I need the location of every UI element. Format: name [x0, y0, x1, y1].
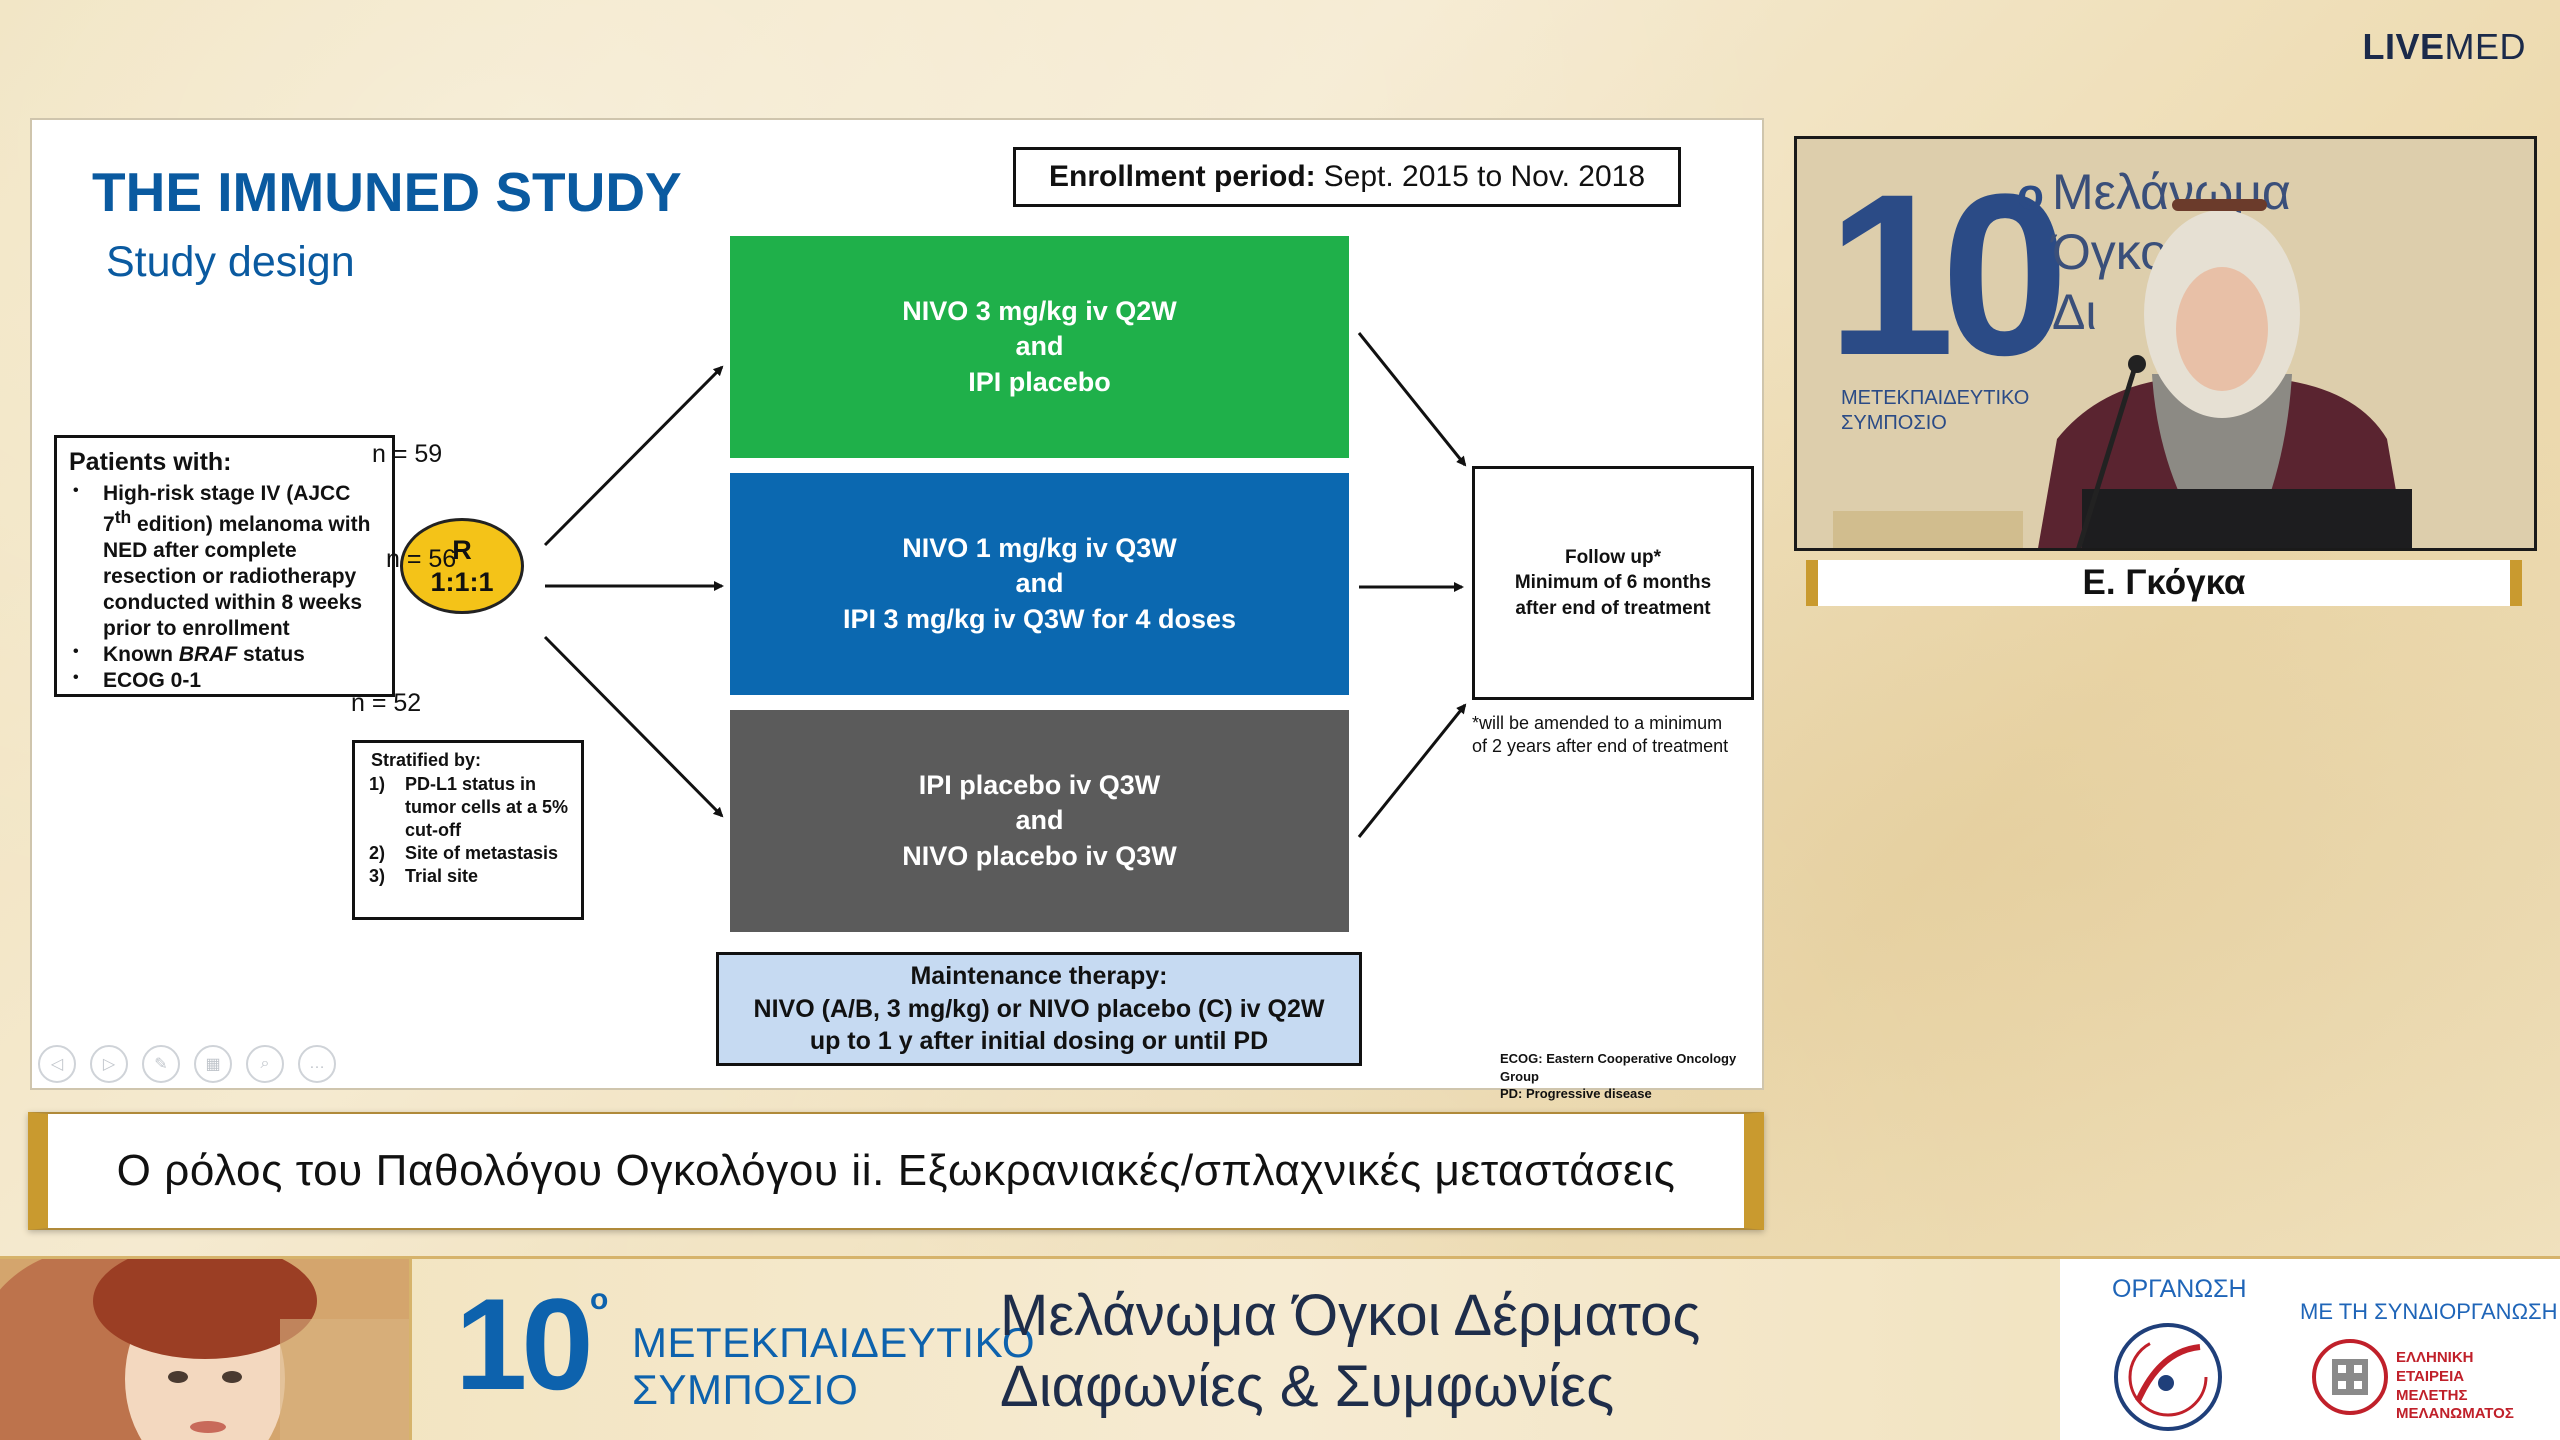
arrow-to-arm-c [543, 635, 724, 818]
next-slide-button[interactable]: ▷ [90, 1045, 128, 1083]
footer-edition-degree: o [590, 1283, 609, 1316]
backdrop-title-line-1: Μελάνωμα [2052, 164, 2291, 220]
livemed-logo: LIVEMED [2362, 26, 2526, 67]
speaker-name: Ε. Γκόγκα [1806, 560, 2522, 606]
follow-up-box: Follow up* Minimum of 6 months after end… [1472, 466, 1754, 700]
eeem-logo [2312, 1339, 2388, 1415]
coorganization-label: ΜΕ ΤΗ ΣΥΝΔΙΟΡΓΑΝΩΣΗ [2300, 1299, 2558, 1324]
stratification-item: 3)Trial site [369, 866, 479, 887]
stratification-item: 1)PD-L1 status in tumor cells at a 5% cu… [369, 774, 569, 841]
n-label-arm-a: n = 59 [372, 440, 443, 468]
slide-title: THE IMMUNED STUDY [92, 161, 682, 223]
stratification-item: 2)Site of metastasis [369, 843, 559, 864]
treatment-arm-b: NIVO 1 mg/kg iv Q3W and IPI 3 mg/kg iv Q… [730, 473, 1349, 695]
randomization-letter: R [452, 534, 472, 565]
speaker-video: 10 o Μελάνωμα Όγκοι Δι ΜΕΤΕΚΠΑΙΔΕΥΤΙΚΟ Σ… [1794, 136, 2537, 551]
n-label-arm-c: n = 52 [351, 689, 422, 717]
criterion-stage: High-risk stage IV (AJCC 7th edition) me… [69, 481, 380, 642]
painting-portrait-image [0, 1259, 412, 1440]
organization-label: ΟΡΓΑΝΩΣΗ [2112, 1275, 2247, 1303]
pen-tool-button[interactable]: ✎ [142, 1045, 180, 1083]
arrow-arm-c-to-follow-up [1357, 703, 1467, 838]
criterion-braf: Known BRAF status [69, 642, 380, 668]
heso-logo [2114, 1323, 2222, 1431]
patients-criteria-box: Patients with: High-risk stage IV (AJCC … [54, 435, 395, 697]
zoom-button[interactable]: ⌕ [246, 1045, 284, 1083]
abbreviations-footnote: ECOG: Eastern Cooperative Oncology Group… [1500, 1051, 1737, 1102]
n-label-arm-b: n = 56 [386, 545, 457, 573]
enrollment-period-box: Enrollment period: Sept. 2015 to Nov. 20… [1013, 147, 1681, 207]
backdrop-sub-line-2: ΣΥΜΠΟΣΙΟ [1841, 412, 1947, 434]
arrow-arm-a-to-follow-up [1357, 332, 1467, 467]
patients-title: Patients with: [69, 448, 232, 476]
maintenance-therapy-box: Maintenance therapy: NIVO (A/B, 3 mg/kg)… [716, 952, 1362, 1066]
backdrop-degree: o [2017, 170, 2044, 219]
footer-edition-number: 10 [455, 1271, 594, 1417]
backdrop-number: 10 [1827, 146, 2060, 403]
event-footer-banner: 10 o ΜΕΤΕΚΠΑΙΔΕΥΤΙΚΟ ΣΥΜΠΟΣΙΟ Μελάνωμα Ό… [0, 1256, 2560, 1440]
flow-arrows [543, 332, 1467, 838]
patients-criteria-list: High-risk stage IV (AJCC 7th edition) me… [69, 481, 380, 694]
footer-theme-title: Μελάνωμα Όγκοι Δέρματος Διαφωνίες & Συμφ… [1000, 1283, 1701, 1419]
backdrop-sub-line-1: ΜΕΤΕΚΠΑΙΔΕΥΤΙΚΟ [1841, 387, 2029, 409]
criterion-ecog: ECOG 0-1 [69, 668, 380, 694]
slide-controls: ◁ ▷ ✎ ▦ ⌕ … [38, 1045, 336, 1083]
enrollment-value: Sept. 2015 to Nov. 2018 [1323, 160, 1646, 193]
previous-slide-button[interactable]: ◁ [38, 1045, 76, 1083]
randomization-circle: R 1:1:1 [400, 518, 524, 614]
backdrop-title-line-3: Δι [2052, 284, 2097, 340]
eeem-logo-text: ΕΛΛΗΝΙΚΗ ΕΤΑΙΡΕΙΑ ΜΕΛΕΤΗΣ ΜΕΛΑΝΩΜΑΤΟΣ [2396, 1349, 2514, 1423]
randomization-ratio: 1:1:1 [430, 567, 494, 597]
treatment-arm-a: NIVO 3 mg/kg iv Q2W and IPI placebo [730, 236, 1349, 458]
speaker-video-scene: 10 o Μελάνωμα Όγκοι Δι ΜΕΤΕΚΠΑΙΔΕΥΤΙΚΟ Σ… [1797, 139, 2534, 548]
treatment-arm-c: IPI placebo iv Q3W and NIVO placebo iv Q… [730, 710, 1349, 932]
presentation-slide: THE IMMUNED STUDY Study design Enrollmen… [30, 118, 1764, 1101]
arrow-to-arm-a [543, 365, 724, 547]
stratification-box: Stratified by: 1)PD-L1 status in tumor c… [352, 740, 584, 920]
slides-grid-button[interactable]: ▦ [194, 1045, 232, 1083]
talk-caption: Ο ρόλος του Παθολόγου Ογκολόγου ii. Εξωκ… [28, 1112, 1764, 1230]
enrollment-label: Enrollment period: [1048, 160, 1316, 193]
footer-symposium-label: ΜΕΤΕΚΠΑΙΔΕΥΤΙΚΟ ΣΥΜΠΟΣΙΟ [632, 1319, 1035, 1414]
follow-up-footnote: *will be amended to a minimum of 2 years… [1472, 713, 1729, 757]
stratification-title: Stratified by: [371, 750, 482, 770]
slide-subtitle: Study design [106, 238, 355, 286]
more-options-button[interactable]: … [298, 1045, 336, 1083]
footer-partners-panel: ΟΡΓΑΝΩΣΗ ΜΕ ΤΗ ΣΥΝΔΙΟΡΓΑΝΩΣΗ ΕΛΛΗΝΙΚΗ ΕΤ… [2060, 1259, 2560, 1440]
